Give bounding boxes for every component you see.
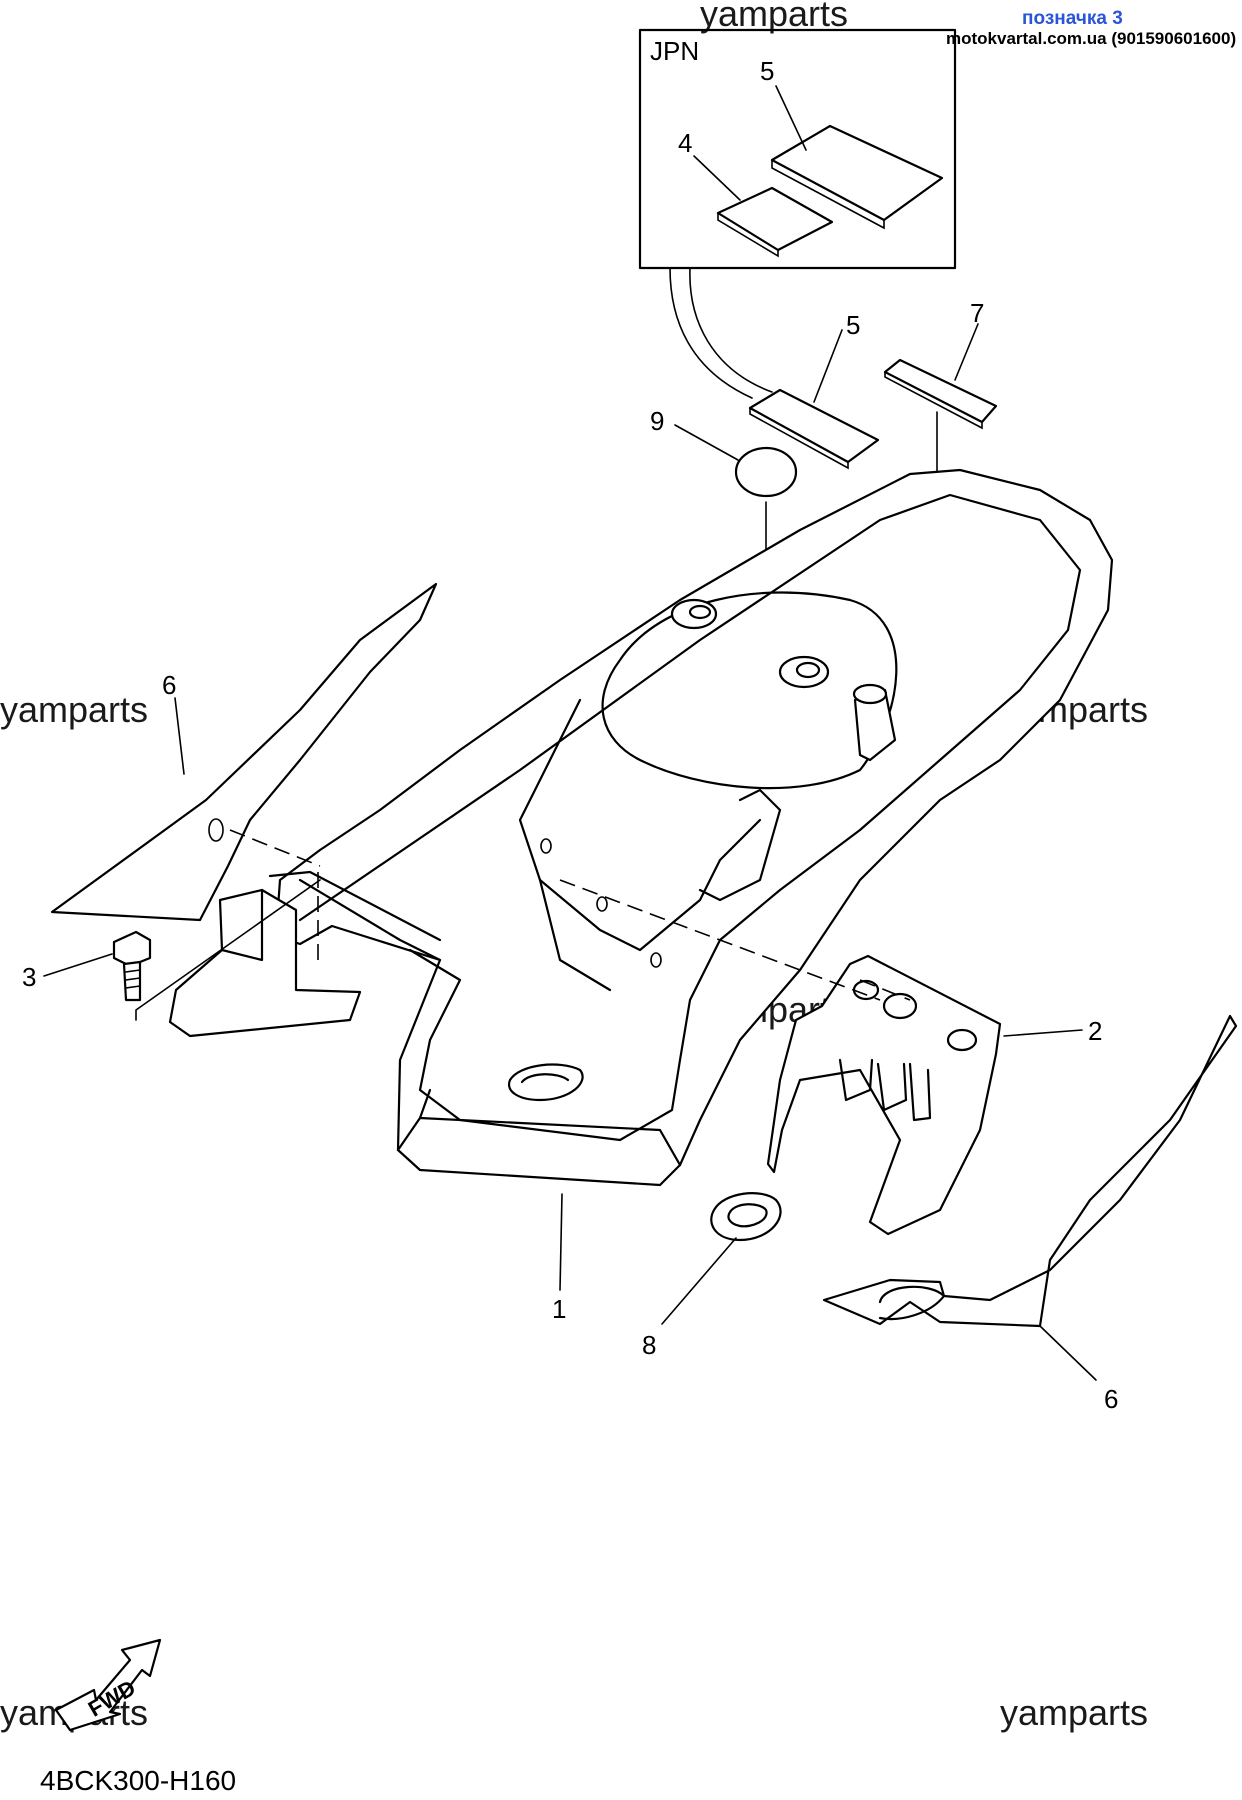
watermark: yamparts	[700, 0, 848, 34]
bolt-3: 3	[22, 930, 152, 1002]
callout-4: 4	[678, 128, 692, 158]
jpn-inset: JPN 5 4	[638, 28, 957, 270]
side-decal-right: 6	[822, 1014, 1238, 1414]
watermark: yamparts	[1000, 1692, 1148, 1733]
watermark: yamparts	[0, 689, 148, 730]
callout-6-right: 6	[1104, 1384, 1118, 1414]
header-site: motokvartal.com.ua (901590601600)	[946, 29, 1236, 48]
callout-5-inset: 5	[760, 56, 774, 86]
callout-8: 8	[642, 1330, 656, 1360]
bracket-plate-2: 2	[766, 954, 1102, 1236]
callout-9: 9	[650, 406, 664, 436]
side-decal-left: 6	[50, 582, 438, 922]
callout-7: 7	[970, 298, 984, 328]
callout-6-left: 6	[162, 670, 176, 700]
callout-2: 2	[1088, 1016, 1102, 1046]
callout-1: 1	[552, 1294, 566, 1324]
jpn-label: JPN	[650, 36, 699, 66]
diagram-code: 4BCK300-H160	[40, 1765, 236, 1796]
callout-5: 5	[846, 310, 860, 340]
header-label: позначка 3	[1022, 8, 1123, 29]
rear-fender: 1	[168, 468, 1114, 1324]
grommet-8: 8	[642, 1192, 782, 1360]
callout-3: 3	[22, 962, 36, 992]
